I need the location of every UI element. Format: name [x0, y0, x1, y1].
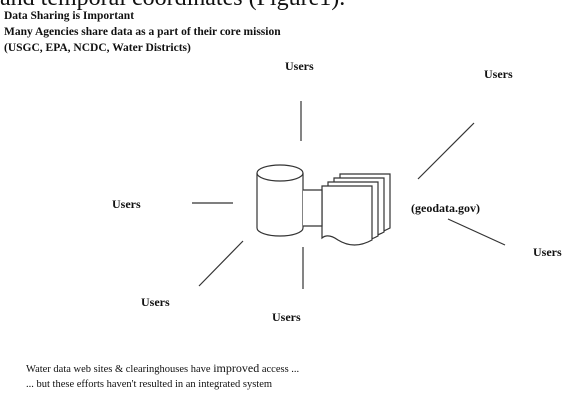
users-label-top-right: Users	[484, 67, 513, 81]
intro-line-agencies: Many Agencies share data as a part of th…	[4, 26, 281, 38]
connector-bottom-left	[198, 240, 244, 287]
geodata-portal-label: (geodata.gov)	[411, 201, 480, 215]
users-label-bottom-left: Users	[141, 295, 170, 309]
users-label-top: Users	[285, 59, 314, 73]
connector-right	[447, 218, 506, 246]
footer-line-integration: ... but these efforts haven't resulted i…	[26, 379, 273, 390]
users-label-bottom: Users	[272, 310, 301, 324]
users-label-right: Users	[533, 245, 562, 259]
footer-text-a: Water data web sites & clearinghouses ha…	[26, 364, 214, 375]
users-label-left: Users	[112, 197, 141, 211]
slide-title: Data Sharing is Important	[4, 10, 135, 22]
footer-text-c: access ...	[259, 364, 300, 375]
footer-line-access: Water data web sites & clearinghouses ha…	[26, 362, 299, 376]
database-cylinder-icon	[256, 164, 304, 237]
cut-off-heading: and temporal coordinates (Figure1).	[0, 0, 345, 12]
footer-text-improved: improved	[213, 361, 260, 375]
intro-line-examples: (USGC, EPA, NCDC, Water Districts)	[4, 42, 191, 54]
documents-stack-icon	[303, 173, 391, 246]
connector-top-right	[417, 122, 475, 180]
